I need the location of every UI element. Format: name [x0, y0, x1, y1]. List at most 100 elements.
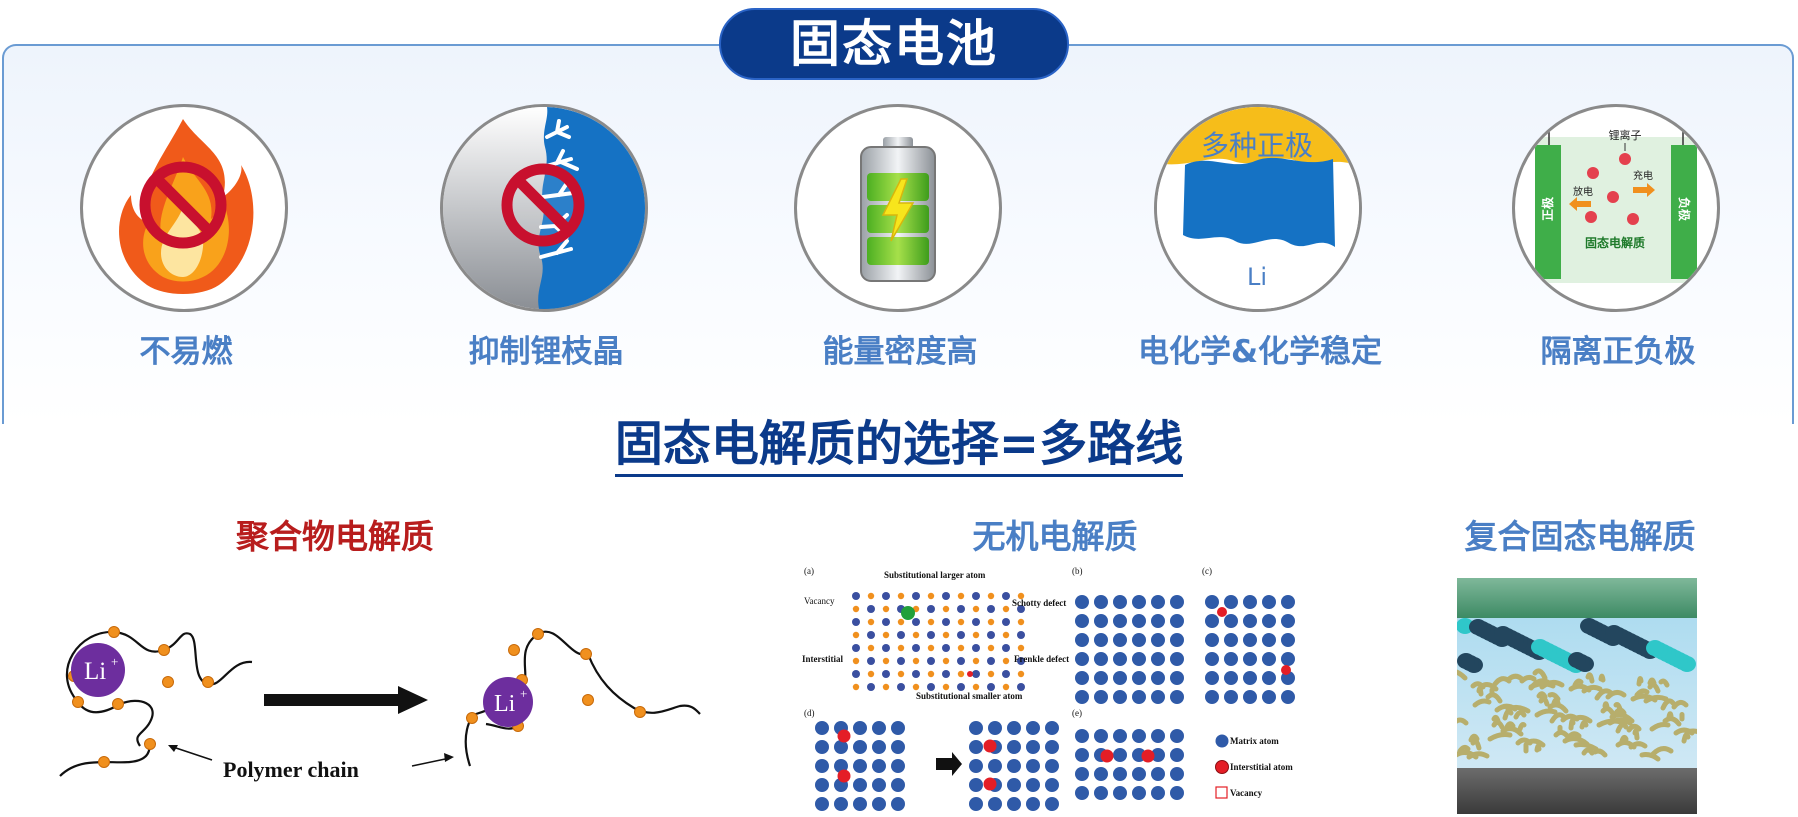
- matrix-atom: [834, 740, 848, 754]
- feature-label: 抑制锂枝晶: [468, 334, 624, 370]
- fiber: [1538, 696, 1550, 707]
- matrix-atom: [1151, 614, 1165, 628]
- matrix-atom: [1262, 595, 1276, 609]
- matrix-atom: [1151, 671, 1165, 685]
- matrix-atom: [1262, 614, 1276, 628]
- lattice-ion: [972, 657, 980, 665]
- fiber: [1566, 731, 1582, 740]
- matrix-atom: [1075, 786, 1089, 800]
- legend-label: Matrix atom: [1230, 736, 1279, 746]
- fiber: [1649, 722, 1671, 732]
- feature-label: 隔离正负极: [1540, 334, 1696, 370]
- fiber: [1615, 722, 1629, 734]
- lattice-ion: [1017, 618, 1025, 626]
- lattice-atom: [1002, 670, 1010, 678]
- arrow-icon: [264, 686, 428, 714]
- fiber: [1662, 716, 1682, 727]
- category-inorganic: 无机电解质: [972, 517, 1138, 556]
- fiber: [1619, 734, 1629, 744]
- matrix-atom: [1170, 748, 1184, 762]
- particle: [1531, 639, 1549, 655]
- lattice-atom: [867, 631, 875, 639]
- cathode-interface-icon: 多种正极 Li: [1154, 104, 1362, 312]
- matrix-atom: [1281, 652, 1295, 666]
- section-subtitle: 固态电解质的选择=多路线: [0, 404, 1798, 477]
- lattice-atom: [867, 657, 875, 665]
- matrix-atom: [1170, 633, 1184, 647]
- fiber: [1470, 738, 1482, 751]
- battery-icon: [794, 104, 1002, 312]
- legend-label: Vacancy: [1230, 788, 1263, 798]
- matrix-atom: [1075, 690, 1089, 704]
- matrix-atom: [1205, 614, 1219, 628]
- matrix-atom: [1132, 767, 1146, 781]
- feature-stability: 多种正极 Li 电化学&化学稳定: [1130, 104, 1390, 394]
- matrix-atom: [1132, 729, 1146, 743]
- matrix-atom: [1170, 690, 1184, 704]
- lattice-atom: [927, 683, 935, 691]
- matrix-atom: [1205, 595, 1219, 609]
- fiber: [1466, 751, 1490, 760]
- lattice-ion: [957, 618, 965, 626]
- fiber: [1647, 677, 1657, 686]
- matrix-atom: [1132, 614, 1146, 628]
- lattice-ion: [942, 657, 950, 665]
- lattice-atom: [912, 644, 920, 652]
- particle: [1469, 619, 1487, 635]
- matrix-atom: [1113, 767, 1127, 781]
- lattice-atom: [1017, 683, 1025, 691]
- matrix-atom: [1094, 633, 1108, 647]
- feature-separation: 正极 负极 锂离子 放电 充电 固态电解质 隔离正负极: [1488, 104, 1748, 394]
- lattice-atom: [852, 644, 860, 652]
- lattice-ion: [942, 605, 950, 613]
- fiber: [1505, 704, 1531, 714]
- lattice-ion: [882, 683, 890, 691]
- matrix-atom: [1075, 614, 1089, 628]
- lattice-ion: [1002, 683, 1010, 691]
- electrolyte-label: 固态电解质: [1585, 235, 1645, 250]
- matrix-atom: [1151, 595, 1165, 609]
- fiber: [1513, 709, 1527, 720]
- matrix-atom: [1075, 652, 1089, 666]
- lattice-ion: [897, 592, 905, 600]
- matrix-atom: [1007, 797, 1021, 811]
- matrix-atom: [1170, 614, 1184, 628]
- matrix-atom: [1075, 633, 1089, 647]
- matrix-atom: [872, 740, 886, 754]
- lattice-atom: [942, 670, 950, 678]
- lattice-ion: [1017, 670, 1025, 678]
- lattice-atom: [1017, 605, 1025, 613]
- lattice-atom: [882, 644, 890, 652]
- lattice-atom: [987, 657, 995, 665]
- matrix-atom: [1205, 671, 1219, 685]
- matrix-atom: [1113, 671, 1127, 685]
- matrix-atom: [1170, 767, 1184, 781]
- lattice-atom: [897, 683, 905, 691]
- fiber: [1551, 697, 1561, 706]
- fiber: [1581, 684, 1603, 694]
- matrix-atom: [1094, 690, 1108, 704]
- matrix-atom: [1224, 652, 1238, 666]
- lattice-ion: [852, 683, 860, 691]
- lattice-atom: [882, 592, 890, 600]
- fiber: [1500, 726, 1524, 737]
- matrix-atom: [1151, 633, 1165, 647]
- lattice-atom: [1017, 657, 1025, 665]
- lattice-ion: [957, 644, 965, 652]
- main-title: 固态电池: [719, 8, 1069, 80]
- matrix-atom: [1132, 786, 1146, 800]
- lattice-ion: [927, 670, 935, 678]
- lattice-ion: [912, 631, 920, 639]
- fiber: [1639, 752, 1661, 762]
- matrix-atom: [1075, 671, 1089, 685]
- matrix-atom: [1281, 633, 1295, 647]
- matrix-atom: [872, 759, 886, 773]
- fiber: [1598, 673, 1606, 683]
- lattice-ion: [1002, 631, 1010, 639]
- legend-label: Interstitial atom: [1230, 762, 1293, 772]
- matrix-atom: [1094, 729, 1108, 743]
- lattice-atom: [882, 618, 890, 626]
- lattice-atom: [972, 592, 980, 600]
- fiber: [1650, 746, 1674, 757]
- fiber: [1647, 682, 1661, 694]
